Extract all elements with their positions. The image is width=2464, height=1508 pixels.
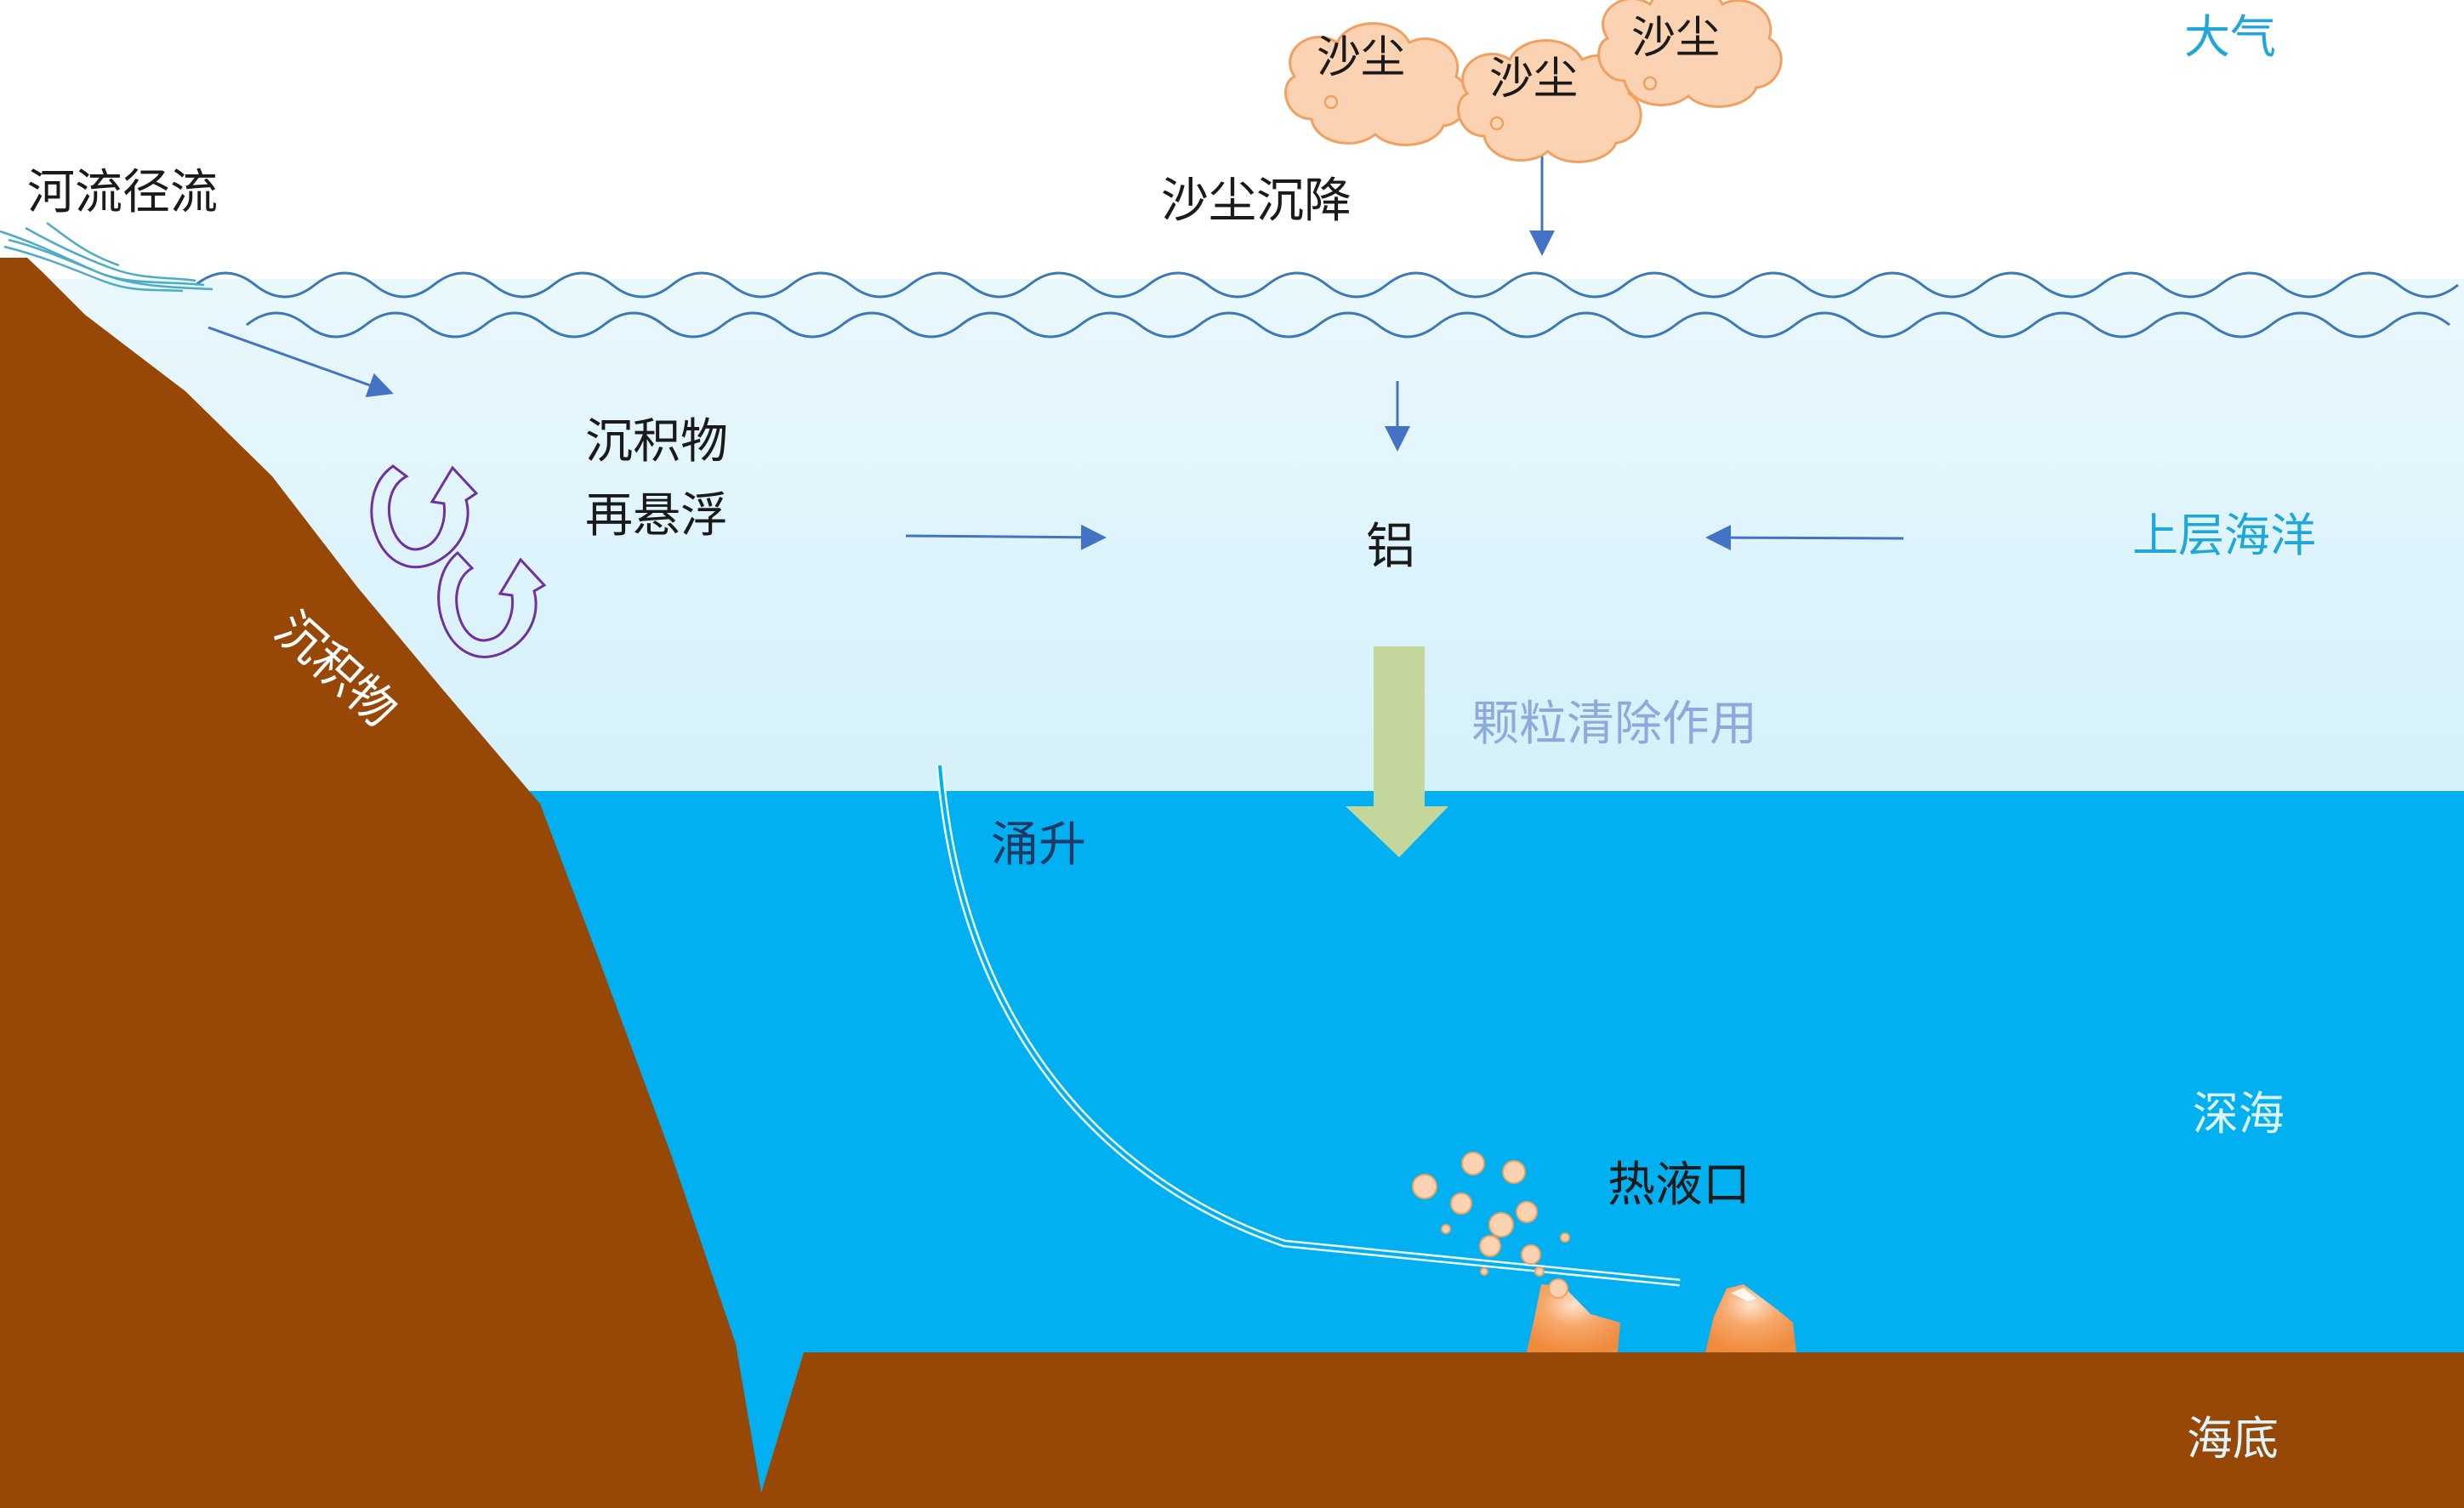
dust-cloud-label-2: 沙尘 <box>1489 54 1578 105</box>
river-runoff-label: 河流径流 <box>27 165 218 220</box>
particle-scavenging-arrow <box>1346 646 1448 857</box>
continental-slope <box>0 258 2464 1508</box>
vent-particles <box>1412 1152 1570 1299</box>
dust-cloud-icon-1: 沙尘 <box>1284 22 1470 146</box>
resuspension-to-aluminum-arrow <box>905 524 1107 550</box>
resuspension-label-line1: 沉积物 <box>585 414 728 469</box>
river-runoff-icon <box>0 221 213 293</box>
aluminum-label: 铝 <box>1366 517 1415 575</box>
hydrothermal-vent-label: 热液口 <box>1608 1158 1750 1213</box>
upwelling-arrow <box>925 746 1681 1287</box>
deep-sea-label: 深海 <box>2193 1087 2285 1141</box>
upper-ocean-label: 上层海洋 <box>2132 509 2316 562</box>
dust-deposition-label: 沙尘沉降 <box>1161 174 1352 229</box>
river-inflow-arrow <box>208 326 394 398</box>
particle-scavenging-label: 颗粒清除作用 <box>1471 697 1757 752</box>
seafloor-label: 海底 <box>2187 1412 2279 1465</box>
dust-cloud-label-3: 沙尘 <box>1631 13 1720 64</box>
surface-wave-lower <box>246 311 2450 339</box>
resuspension-label-line2: 再悬浮 <box>585 488 728 543</box>
dust-cloud-label-1: 沙尘 <box>1317 32 1405 83</box>
upwelling-label: 涌升 <box>991 817 1086 873</box>
dust-cloud-icon-3: 沙尘 <box>1597 0 1783 108</box>
atmosphere-label: 大气 <box>2184 10 2276 64</box>
dust-cloud-icon-2: 沙尘 <box>1457 39 1642 163</box>
resuspension-arrows-icon <box>370 464 547 658</box>
surface-wave-upper <box>195 271 2459 299</box>
hydrothermal-vent-icon <box>1527 1284 1796 1352</box>
